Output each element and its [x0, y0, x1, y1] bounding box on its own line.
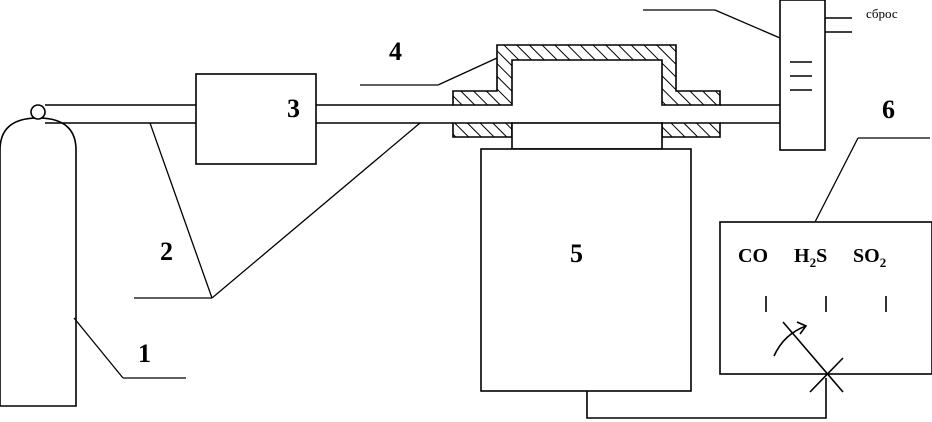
sensor-neck [511, 122, 663, 150]
label-1: 1 [138, 339, 151, 368]
selector-arrow [796, 321, 808, 335]
label-2: 2 [160, 237, 173, 266]
label-3: 3 [287, 94, 300, 123]
cylinder-valve [30, 104, 46, 120]
block-3 [195, 73, 317, 165]
indicator-panel [719, 221, 932, 393]
sensor-housing [452, 44, 721, 150]
gas-label-h2s: H2S [794, 245, 827, 270]
label-5: 5 [570, 239, 583, 268]
outlet-vessel [779, 0, 852, 151]
gas-label-so2: SO2 [853, 245, 886, 270]
label-4: 4 [389, 37, 402, 66]
label-6: 6 [882, 95, 895, 124]
gas-cylinder [0, 104, 77, 407]
signal-line [586, 378, 827, 419]
vent-label: сброс [866, 6, 898, 21]
leader-lines [73, 57, 930, 379]
gas-label-co: CO [738, 245, 768, 267]
middle-pipes [316, 104, 453, 124]
outlet-pipes [720, 104, 780, 124]
selector-line [782, 321, 844, 393]
selector-arc [773, 325, 807, 357]
inlet-pipes [45, 104, 196, 124]
block-5 [480, 148, 692, 392]
